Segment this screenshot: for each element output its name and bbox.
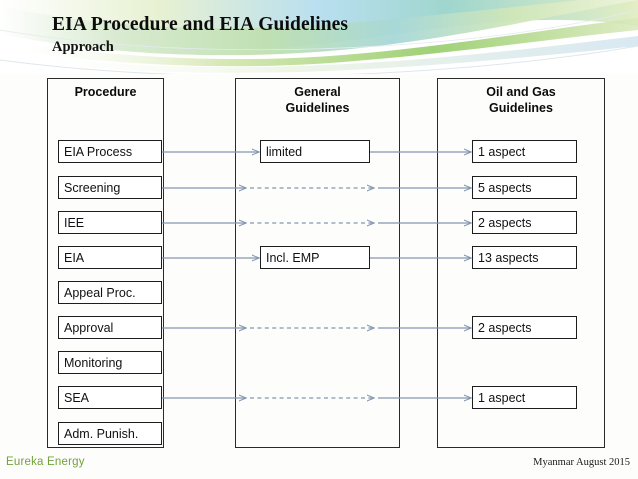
footer-brand: Eureka Energy [6, 456, 85, 468]
node-procedure-iee: IEE [58, 211, 162, 234]
node-oil-and-gas-guidelines-1-aspect: 1 aspect [472, 386, 577, 409]
column-oil-and-gas-guidelines-header-line1: Oil and Gas [486, 85, 556, 99]
column-general-guidelines-header-line2: Guidelines [285, 100, 350, 115]
node-procedure-eia: EIA [58, 246, 162, 269]
node-oil-and-gas-guidelines-1-aspect: 1 aspect [472, 140, 577, 163]
node-general-guidelines-limited: limited [260, 140, 370, 163]
node-procedure-approval: Approval [58, 316, 162, 339]
node-procedure-sea: SEA [58, 386, 162, 409]
node-oil-and-gas-guidelines-2-aspects: 2 aspects [472, 316, 577, 339]
column-general-guidelines: General Guidelines [235, 78, 400, 448]
node-procedure-adm-punish: Adm. Punish. [58, 422, 162, 445]
title-block: EIA Procedure and EIA Guidelines Approac… [52, 14, 572, 57]
column-procedure-header: Procedure [74, 85, 137, 99]
node-procedure-appeal-proc: Appeal Proc. [58, 281, 162, 304]
column-oil-and-gas-guidelines-header-line2: Guidelines [489, 100, 553, 115]
node-procedure-screening: Screening [58, 176, 162, 199]
node-general-guidelines-incl-emp: Incl. EMP [260, 246, 370, 269]
column-general-guidelines-header-line1: General [294, 85, 341, 99]
column-general-guidelines-header: General Guidelines [236, 85, 399, 116]
page-subtitle: Approach [52, 39, 114, 55]
node-procedure-eia-process: EIA Process [58, 140, 162, 163]
page-title: EIA Procedure and EIA Guidelines [52, 14, 349, 35]
node-oil-and-gas-guidelines-5-aspects: 5 aspects [472, 176, 577, 199]
column-oil-and-gas-guidelines-header: Oil and Gas Guidelines [438, 85, 604, 116]
column-procedure: Procedure [47, 78, 164, 448]
header-wave-decoration [0, 0, 638, 74]
column-oil-and-gas-guidelines: Oil and Gas Guidelines [437, 78, 605, 448]
node-procedure-monitoring: Monitoring [58, 351, 162, 374]
footer-event: Myanmar August 2015 [533, 457, 630, 468]
node-oil-and-gas-guidelines-13-aspects: 13 aspects [472, 246, 577, 269]
node-oil-and-gas-guidelines-2-aspects: 2 aspects [472, 211, 577, 234]
